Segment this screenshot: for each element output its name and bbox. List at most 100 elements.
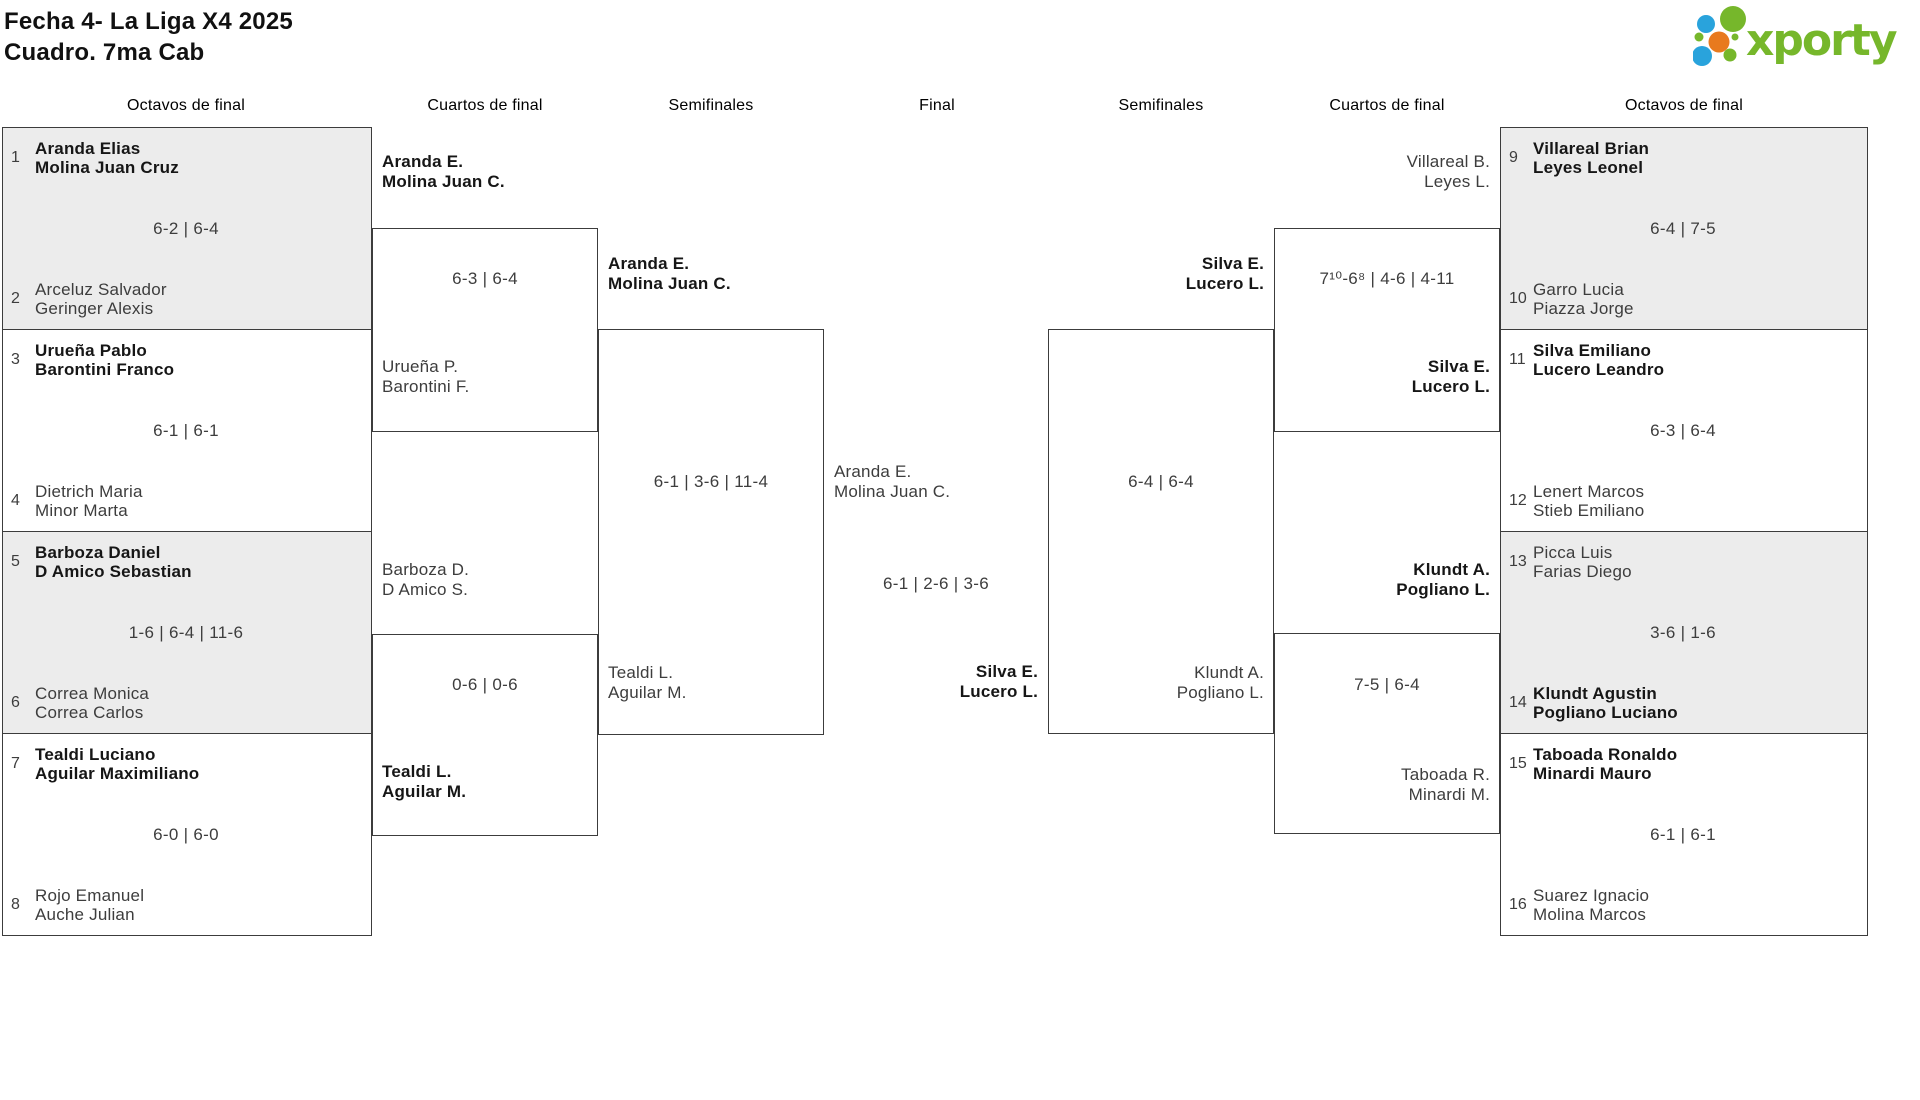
- team-name: Correa Monica Correa Carlos: [35, 684, 150, 722]
- team-row: 12 Lenert Marcos Stieb Emiliano: [1509, 482, 1857, 520]
- match-r16-left-4: 7 Tealdi Luciano Aguilar Maximiliano 6-0…: [2, 733, 372, 936]
- team-name: Silva Emiliano Lucero Leandro: [1533, 341, 1665, 379]
- team-row: 8 Rojo Emanuel Auche Julian: [11, 886, 361, 924]
- team-row: 1 Aranda Elias Molina Juan Cruz: [11, 139, 361, 177]
- team-name: Silva E. Lucero L.: [1411, 357, 1490, 396]
- team-row: 2 Arceluz Salvador Geringer Alexis: [11, 280, 361, 318]
- team-name: Aranda E. Molina Juan C.: [382, 152, 505, 191]
- match-score: 6-0 | 6-0: [153, 824, 219, 844]
- team-row: 14 Klundt Agustin Pogliano Luciano: [1509, 684, 1857, 722]
- team-name: Lenert Marcos Stieb Emiliano: [1533, 482, 1645, 520]
- team-name: Silva E. Lucero L.: [959, 662, 1038, 701]
- team-name: Villareal Brian Leyes Leonel: [1533, 139, 1650, 177]
- round-header-final: Final: [919, 97, 955, 114]
- match-r16-right-4: 15 Taboada Ronaldo Minardi Mauro 6-1 | 6…: [1500, 733, 1868, 936]
- seed-number: 1: [11, 149, 20, 166]
- match-r16-left-1: 1 Aranda Elias Molina Juan Cruz 6-2 | 6-…: [2, 127, 372, 330]
- seed-number: 16: [1509, 896, 1527, 913]
- match-score: 6-1 | 2-6 | 3-6: [883, 574, 989, 593]
- round-header-octavos-right: Octavos de final: [1625, 97, 1743, 114]
- match-r16-right-3: 13 Picca Luis Farias Diego 3-6 | 1-6 14 …: [1500, 531, 1868, 734]
- seed-number: 12: [1509, 492, 1527, 509]
- team-row: 9 Villareal Brian Leyes Leonel: [1509, 139, 1857, 177]
- team-row: 3 Urueña Pablo Barontini Franco: [11, 341, 361, 379]
- team-name: Picca Luis Farias Diego: [1533, 543, 1632, 581]
- logo-dot-icon: [1731, 33, 1739, 41]
- logo-dot-icon: [1694, 32, 1704, 42]
- seed-number: 3: [11, 351, 20, 368]
- page-title: Fecha 4- La Liga X4 2025 Cuadro. 7ma Cab: [4, 6, 293, 68]
- match-r16-right-2: 11 Silva Emiliano Lucero Leandro 6-3 | 6…: [1500, 329, 1868, 532]
- match-r16-right-1: 9 Villareal Brian Leyes Leonel 6-4 | 7-5…: [1500, 127, 1868, 330]
- team-name: Barboza D. D Amico S.: [382, 560, 470, 599]
- team-name: Klundt Agustin Pogliano Luciano: [1533, 684, 1678, 722]
- team-name: Tealdi Luciano Aguilar Maximiliano: [35, 745, 200, 783]
- team-row: 16 Suarez Ignacio Molina Marcos: [1509, 886, 1857, 924]
- seed-number: 2: [11, 290, 20, 307]
- team-name: Taboada Ronaldo Minardi Mauro: [1533, 745, 1678, 783]
- logo-dot-icon: [1697, 15, 1715, 33]
- match-qf-left-2-box: [372, 634, 598, 836]
- logo-dot-icon: [1693, 46, 1712, 66]
- team-name: Tealdi L. Aguilar M.: [382, 762, 467, 801]
- page-title-line2: Cuadro. 7ma Cab: [4, 39, 205, 66]
- seed-number: 6: [11, 694, 20, 711]
- round-header-semis-left: Semifinales: [668, 97, 754, 114]
- round-header-semis-right: Semifinales: [1118, 97, 1204, 114]
- team-name: Klundt A. Pogliano L.: [1176, 663, 1264, 702]
- match-sf-left-box: [598, 329, 824, 735]
- seed-number: 7: [11, 755, 20, 772]
- match-score: 7-5 | 6-4: [1354, 675, 1420, 694]
- seed-number: 13: [1509, 553, 1527, 570]
- team-name: Tealdi L. Aguilar M.: [608, 663, 687, 702]
- seed-number: 15: [1509, 755, 1527, 772]
- match-score: 6-4 | 6-4: [1128, 472, 1194, 491]
- match-score: 6-1 | 6-1: [1650, 824, 1716, 844]
- logo-dot-icon: [1720, 6, 1746, 32]
- seed-number: 10: [1509, 290, 1527, 307]
- match-score: 1-6 | 6-4 | 11-6: [128, 622, 244, 642]
- team-name: Aranda E. Molina Juan C.: [608, 254, 731, 293]
- team-name: Villareal B. Leyes L.: [1406, 152, 1490, 191]
- team-name: Urueña P. Barontini F.: [382, 357, 470, 396]
- match-score: 6-1 | 6-1: [153, 420, 219, 440]
- xporty-logo[interactable]: xporty: [1693, 4, 1913, 68]
- match-qf-right-2-box: [1274, 633, 1500, 834]
- match-r16-left-3: 5 Barboza Daniel D Amico Sebastian 1-6 |…: [2, 531, 372, 734]
- team-row: 13 Picca Luis Farias Diego: [1509, 543, 1857, 581]
- team-name: Urueña Pablo Barontini Franco: [35, 341, 175, 379]
- round-header-octavos-left: Octavos de final: [127, 97, 245, 114]
- match-r16-left-2: 3 Urueña Pablo Barontini Franco 6-1 | 6-…: [2, 329, 372, 532]
- seed-number: 4: [11, 492, 20, 509]
- team-name: Aranda Elias Molina Juan Cruz: [35, 139, 179, 177]
- team-name: Suarez Ignacio Molina Marcos: [1533, 886, 1650, 924]
- seed-number: 9: [1509, 149, 1518, 166]
- match-score: 6-3 | 6-4: [1650, 420, 1716, 440]
- team-row: 11 Silva Emiliano Lucero Leandro: [1509, 341, 1857, 379]
- logo-dot-icon: [1708, 31, 1730, 53]
- team-name: Aranda E. Molina Juan C.: [834, 462, 951, 501]
- team-row: 4 Dietrich Maria Minor Marta: [11, 482, 361, 520]
- match-score: 7¹⁰-6⁸ | 4-6 | 4-11: [1319, 269, 1455, 288]
- seed-number: 11: [1509, 351, 1526, 368]
- seed-number: 14: [1509, 694, 1527, 711]
- match-score: 6-4 | 7-5: [1650, 218, 1716, 238]
- team-row: 5 Barboza Daniel D Amico Sebastian: [11, 543, 361, 581]
- team-row: 10 Garro Lucia Piazza Jorge: [1509, 280, 1857, 318]
- team-name: Klundt A. Pogliano L.: [1396, 560, 1490, 599]
- team-row: 15 Taboada Ronaldo Minardi Mauro: [1509, 745, 1857, 783]
- match-score: 6-2 | 6-4: [153, 218, 219, 238]
- match-score: 0-6 | 0-6: [452, 675, 518, 694]
- round-header-cuartos-right: Cuartos de final: [1329, 97, 1445, 114]
- match-score: 3-6 | 1-6: [1650, 622, 1716, 642]
- seed-number: 5: [11, 553, 20, 570]
- match-qf-right-1-box: [1274, 228, 1500, 432]
- team-name: Barboza Daniel D Amico Sebastian: [35, 543, 192, 581]
- team-name: Rojo Emanuel Auche Julian: [35, 886, 145, 924]
- match-score: 6-1 | 3-6 | 11-4: [653, 472, 769, 491]
- team-name: Taboada R. Minardi M.: [1401, 765, 1490, 804]
- team-name: Arceluz Salvador Geringer Alexis: [35, 280, 167, 318]
- team-row: 6 Correa Monica Correa Carlos: [11, 684, 361, 722]
- match-qf-left-1-box: [372, 228, 598, 432]
